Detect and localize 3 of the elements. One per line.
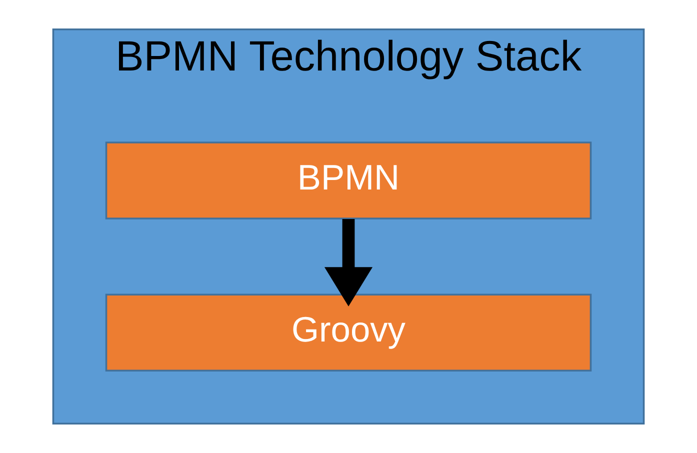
node-box: BPMN [105, 142, 592, 220]
node-box: Groovy [105, 294, 592, 372]
arrow [324, 219, 373, 306]
